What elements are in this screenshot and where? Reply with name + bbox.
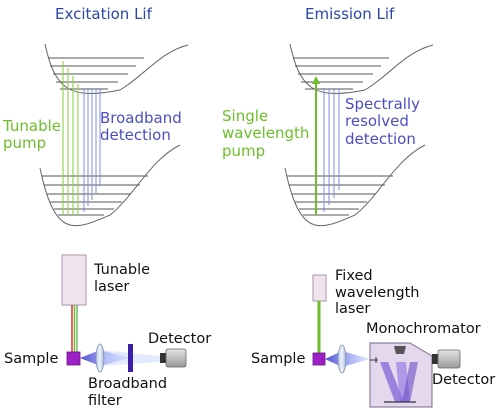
monochromator-box [369, 342, 433, 408]
excitation-title: Excitation Lif [55, 5, 152, 23]
broadband-filter [128, 344, 133, 372]
excited-state-curve [44, 43, 189, 94]
sample-cube [66, 351, 81, 366]
tunable-laser-label: Tunable laser [94, 262, 151, 295]
excitation-detection-label: Broadband detection [100, 109, 182, 145]
broadband-detection-arrows [83, 88, 101, 212]
sample-cube [312, 352, 326, 366]
detector [160, 348, 187, 368]
excited-state-curve [289, 43, 434, 94]
fixed-laser-box [312, 274, 327, 302]
emission-pump-label: Single wavelength pump [222, 107, 310, 160]
emission-detector-label: Detector [432, 372, 496, 388]
emission-detection-label: Spectrally resolved detection [345, 95, 420, 148]
resolved-detection-arrows [323, 88, 340, 212]
fixed-laser-label: Fixed wavelength laser [335, 268, 420, 318]
lens [337, 344, 347, 374]
ground-state-curve [284, 144, 426, 227]
emission-sample-label: Sample [251, 351, 306, 367]
excitation-apparatus [61, 254, 187, 373]
tunable-laser-box [61, 254, 87, 306]
broadband-filter-label: Broadband filter [88, 376, 168, 409]
ground-state-curve [39, 144, 181, 227]
monochromator-label: Monochromator [366, 321, 481, 337]
lower-vibrational-levels [287, 175, 393, 216]
excitation-energy-diagram [39, 43, 189, 227]
emission-apparatus [312, 274, 461, 408]
lens [95, 343, 105, 373]
excitation-sample-label: Sample [4, 351, 59, 367]
lower-vibrational-levels [42, 175, 148, 216]
excitation-pump-label: Tunable pump [3, 117, 62, 153]
detector [432, 349, 461, 369]
upper-vibrational-levels [293, 57, 389, 90]
grating [394, 346, 406, 354]
emission-title: Emission Lif [305, 5, 395, 23]
emission-energy-diagram [284, 43, 434, 227]
tunable-pump-arrows [62, 61, 79, 215]
excitation-detector-label: Detector [148, 331, 212, 347]
